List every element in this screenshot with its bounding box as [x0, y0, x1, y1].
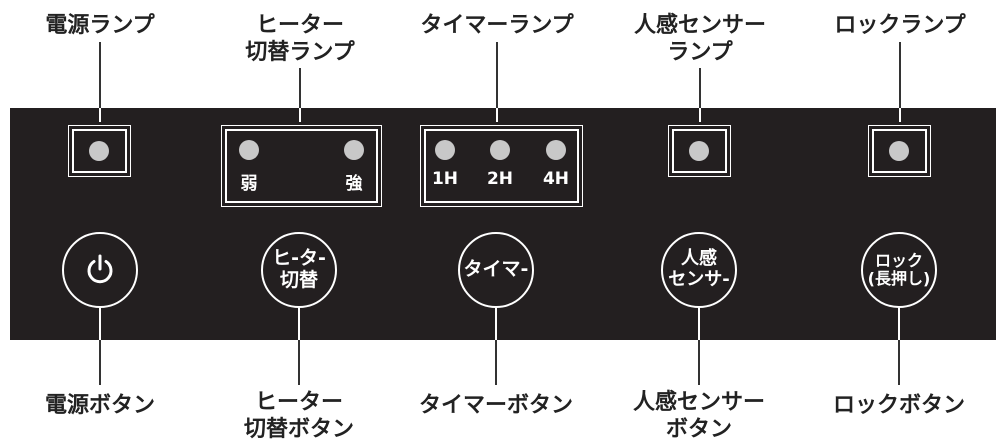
power-lamp-leader-inner — [99, 108, 101, 122]
heater-lamp-label-line2: 切替ランプ — [245, 40, 355, 65]
timer-lamp-label-text: タイマーランプ — [420, 13, 574, 38]
sensor-lamp-label-line2: ランプ — [667, 40, 733, 65]
timer-lamp-label: タイマーランプ — [420, 12, 573, 39]
timer-2h-lamp — [490, 140, 510, 160]
heater-lamp-leader — [299, 68, 301, 108]
timer-4h-lamp — [546, 140, 566, 160]
lock-lamp — [889, 141, 909, 161]
sensor-lamp-leader-inner — [699, 108, 701, 122]
lock-button-leader — [898, 340, 900, 385]
heater-lamp-leader-inner — [299, 108, 301, 122]
sensor-button[interactable]: 人感 センサ- — [661, 232, 737, 308]
heater-button-label-line1: ヒーター — [254, 390, 344, 415]
lock-button-line2: (長押し) — [867, 269, 931, 288]
heater-high-lamp — [344, 140, 364, 160]
timer-1h-label: 1H — [431, 169, 459, 189]
sensor-lamp-frame — [668, 125, 731, 177]
timer-4h-label: 4H — [542, 169, 570, 189]
sensor-button-line2: センサ- — [668, 269, 730, 290]
timer-button-label-below: タイマーボタン — [419, 392, 573, 419]
power-icon — [87, 254, 113, 284]
lock-button-leader-inner — [898, 308, 900, 340]
timer-button-label: タイマ- — [463, 258, 529, 281]
timer-button-leader — [495, 340, 497, 385]
power-lamp-frame — [68, 125, 131, 177]
heater-high-label: 強 — [345, 174, 363, 194]
heater-lamp-frame: 弱 強 — [221, 125, 382, 207]
timer-lamp-frame: 1H 2H 4H — [420, 125, 583, 207]
heater-button-label-line2: 切替ボタン — [243, 417, 355, 442]
lock-lamp-frame — [868, 125, 931, 177]
sensor-lamp-label: 人感センサー ランプ — [634, 12, 766, 66]
power-lamp-label-text: 電源ランプ — [45, 13, 155, 38]
power-button[interactable] — [62, 232, 138, 308]
timer-lamp-leader — [496, 42, 498, 108]
lock-lamp-leader-inner — [899, 108, 901, 122]
lock-lamp-label: ロックランプ — [834, 12, 965, 39]
heater-lamp-label-line1: ヒーター — [255, 13, 344, 38]
heater-lamp-label: ヒーター 切替ランプ — [245, 12, 354, 66]
timer-1h-lamp — [435, 140, 455, 160]
sensor-lamp-leader — [699, 68, 701, 108]
power-button-leader — [99, 340, 101, 385]
lock-button[interactable]: ロック (長押し) — [861, 232, 937, 308]
timer-button[interactable]: タイマ- — [458, 232, 534, 308]
sensor-lamp — [689, 141, 709, 161]
lock-lamp-leader — [899, 42, 901, 108]
power-lamp-label: 電源ランプ — [45, 12, 154, 39]
heater-button-line2: 切替 — [279, 269, 318, 291]
timer-2h-label: 2H — [486, 169, 514, 189]
sensor-button-label-line1: 人感センサー — [632, 390, 766, 415]
power-button-label: 電源ボタン — [45, 392, 155, 419]
lock-button-line1: ロック — [874, 250, 923, 270]
sensor-button-label-below: 人感センサー ボタン — [633, 389, 765, 443]
timer-button-label-text: タイマーボタン — [418, 393, 574, 418]
sensor-lamp-label-line1: 人感センサー — [633, 13, 767, 38]
heater-switch-button[interactable]: ヒ-タ- 切替 — [261, 232, 337, 308]
heater-button-leader-inner — [298, 308, 300, 340]
power-lamp — [89, 141, 109, 161]
heater-low-lamp — [239, 140, 259, 160]
power-lamp-leader — [99, 42, 101, 108]
timer-button-leader-inner — [495, 308, 497, 340]
sensor-button-leader-inner — [698, 308, 700, 340]
sensor-button-line1: 人感 — [681, 248, 717, 270]
heater-low-label: 弱 — [240, 174, 258, 194]
lock-lamp-label-text: ロックランプ — [834, 13, 966, 38]
power-button-label-text: 電源ボタン — [44, 393, 156, 418]
timer-lamp-leader-inner — [496, 108, 498, 122]
lock-button-label-text: ロックボタン — [832, 393, 966, 418]
heater-button-leader — [298, 340, 300, 385]
control-panel: 弱 強 1H 2H 4H ヒ-タ- 切替 タイマ- 人感 センサ- ロック ( — [10, 108, 996, 340]
lock-button-label-below: ロックボタン — [833, 392, 965, 419]
sensor-button-label-line2: ボタン — [665, 417, 733, 442]
heater-button-line1: ヒ-タ- — [272, 247, 326, 270]
power-button-leader-inner — [99, 308, 101, 340]
heater-button-label: ヒーター 切替ボタン — [244, 389, 354, 443]
sensor-button-leader — [698, 340, 700, 385]
